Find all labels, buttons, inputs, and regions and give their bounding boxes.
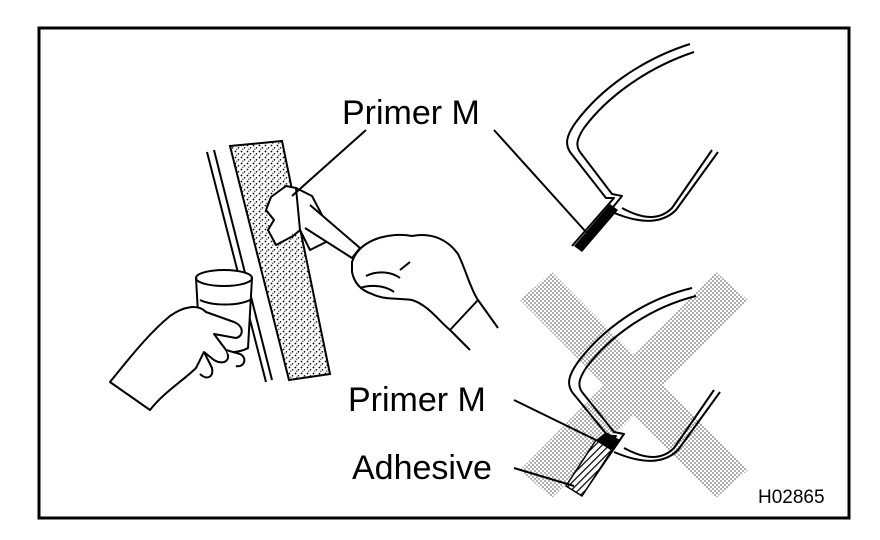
label-primer-m-bottom: Primer M [348,381,486,419]
primer-layer-correct [574,204,618,252]
panel-illustration [206,139,332,383]
leader-lines [291,129,601,487]
left-hand [109,306,246,411]
section-incorrect [568,287,721,493]
figure-frame [37,26,851,520]
leader-primer-top-section [493,129,587,233]
leader-primer-bottom [513,399,601,443]
leader-adhesive [513,467,575,487]
figure-id: H02865 [758,487,825,508]
primer-layer-incorrect [596,432,620,450]
label-adhesive: Adhesive [352,449,492,487]
right-hand [351,233,499,351]
leader-primer-top-brush [291,129,367,197]
label-primer-m-top: Primer M [342,94,480,132]
do-not-mark [520,272,748,498]
section-correct [566,43,719,249]
